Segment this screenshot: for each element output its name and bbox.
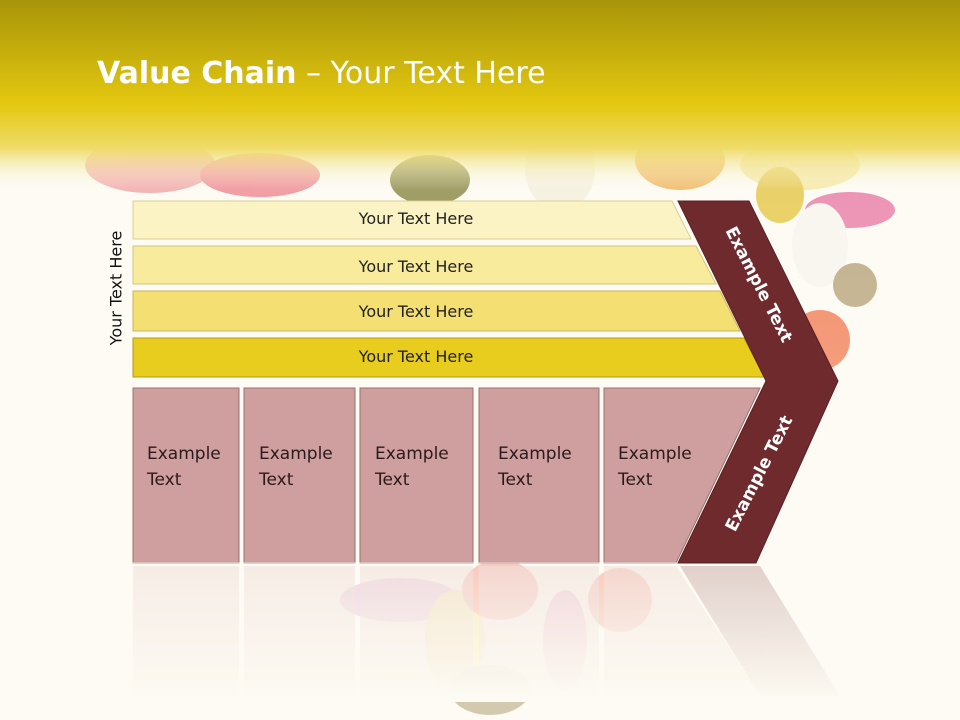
side-label: Your Text Here <box>106 230 126 346</box>
header-band <box>0 0 960 190</box>
band-2 <box>132 245 717 285</box>
band-1 <box>132 200 692 240</box>
band-3 <box>132 290 741 332</box>
box-5-line2: Text <box>617 470 653 490</box>
box-1-line1: Example <box>147 444 221 464</box>
band-3-label: Your Text Here <box>358 302 474 321</box>
title-rest: – Your Text Here <box>296 56 546 91</box>
box-2-line1: Example <box>259 444 333 464</box>
box-1-line2: Text <box>146 470 182 490</box>
activity-box-4 <box>478 387 600 564</box>
chevron-shape <box>677 200 839 564</box>
box-3-line2: Text <box>374 470 410 490</box>
band-4-label: Your Text Here <box>358 347 474 366</box>
slide-title: Value Chain – Your Text Here <box>97 56 546 91</box>
box-4-line1: Example <box>498 444 572 464</box>
band-2-label: Your Text Here <box>358 257 474 276</box>
reflection-fade <box>120 562 860 702</box>
band-stack: Your Text Here Your Text Here Your Text … <box>132 200 765 378</box>
box-3-line1: Example <box>375 444 449 464</box>
box-5-line1: Example <box>618 444 692 464</box>
activity-box-3 <box>359 387 474 564</box>
activity-boxes: Example Text Example Text Example Text E… <box>132 387 761 564</box>
band-1-label: Your Text Here <box>358 209 474 228</box>
title-bold: Value Chain <box>97 56 297 91</box>
box-4-line2: Text <box>497 470 533 490</box>
activity-box-1 <box>132 387 240 564</box>
box-2-line2: Text <box>258 470 294 490</box>
